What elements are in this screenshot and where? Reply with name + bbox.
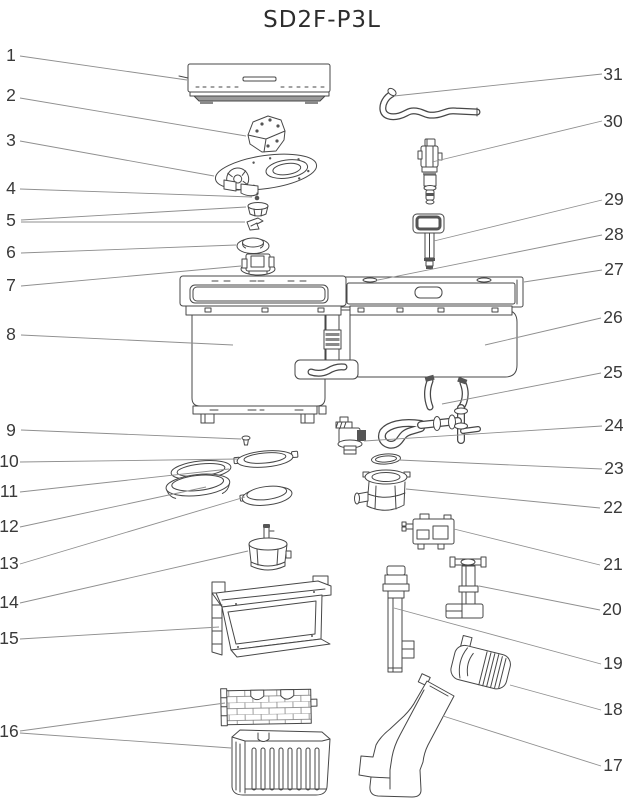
part-label-13: 13 xyxy=(0,553,19,573)
part-label-2: 2 xyxy=(6,85,16,105)
part-label-19: 19 xyxy=(603,653,622,673)
part-drain-hose-drawing xyxy=(379,87,481,121)
part-drain-pump-drawing xyxy=(354,469,411,511)
part-label-31: 31 xyxy=(603,64,622,84)
part-label-15: 15 xyxy=(0,628,19,648)
part-label-1: 1 xyxy=(6,45,16,65)
part-label-18: 18 xyxy=(603,699,622,719)
leader-line-13 xyxy=(19,496,246,565)
leader-line-29 xyxy=(433,199,603,242)
part-label-23: 23 xyxy=(604,458,623,478)
leader-line-21 xyxy=(453,528,601,566)
leader-lines xyxy=(19,55,603,767)
part-label-7: 7 xyxy=(6,275,16,295)
leader-line-5-1 xyxy=(20,206,247,221)
part-label-20: 20 xyxy=(602,599,622,619)
part-shaft-housing-drawing xyxy=(240,253,276,276)
part-drain-trap-assembly-drawing xyxy=(378,374,481,449)
part-gasket-oring-drawing xyxy=(371,453,401,465)
part-label-27: 27 xyxy=(604,259,623,279)
part-label-6: 6 xyxy=(6,242,16,262)
leader-line-2 xyxy=(19,97,247,137)
part-label-5: 5 xyxy=(6,210,16,230)
part-label-11: 11 xyxy=(0,481,18,501)
leader-line-18 xyxy=(509,684,602,711)
part-control-panel-drawing xyxy=(178,63,331,104)
part-label-3: 3 xyxy=(6,130,16,150)
part-label-10: 10 xyxy=(0,451,19,471)
leader-line-14 xyxy=(19,550,249,604)
leader-line-16-1 xyxy=(19,702,226,732)
leader-line-31 xyxy=(393,73,603,97)
part-control-module-drawing xyxy=(401,513,455,550)
part-blower-housing-drawing xyxy=(450,635,511,690)
part-label-4: 4 xyxy=(6,178,16,198)
leader-line-8 xyxy=(20,334,234,346)
leader-line-30 xyxy=(431,120,603,163)
part-seal-dome-drawing xyxy=(236,237,270,254)
leader-line-27 xyxy=(523,269,603,283)
part-label-21: 21 xyxy=(603,554,622,574)
part-sump-cap-drawing xyxy=(239,485,293,506)
part-latch-tube-drawing xyxy=(412,213,445,269)
part-gasket-ring-lower-drawing xyxy=(165,473,231,499)
leader-line-19 xyxy=(393,607,602,665)
part-standpipe-drawing xyxy=(382,565,415,673)
leader-line-16-2 xyxy=(19,732,232,749)
leader-line-3 xyxy=(19,140,215,177)
part-drain-duct-drawing xyxy=(358,673,455,798)
leader-line-9 xyxy=(20,429,242,440)
part-label-17: 17 xyxy=(603,755,622,775)
leader-line-10 xyxy=(19,458,239,463)
diagram-title: SD2F-P3L xyxy=(263,7,381,33)
leader-line-6 xyxy=(20,244,237,254)
part-tub-assembly-drawing xyxy=(179,275,524,424)
leader-line-25 xyxy=(441,372,602,405)
leader-line-7 xyxy=(20,265,242,287)
leader-line-24 xyxy=(363,425,603,442)
part-label-9: 9 xyxy=(6,420,16,440)
part-screw-sump-drawing xyxy=(241,435,251,446)
part-base-frame-drawing xyxy=(211,575,332,658)
leader-line-23 xyxy=(398,459,603,470)
leader-line-17 xyxy=(442,715,602,767)
part-label-30: 30 xyxy=(603,111,623,131)
leader-line-1 xyxy=(19,55,188,81)
part-inlet-valve-drawing xyxy=(335,416,366,455)
part-overflow-pipe-drawing xyxy=(445,556,487,619)
part-label-16: 16 xyxy=(0,721,19,741)
part-fill-valve-drawing xyxy=(417,138,443,205)
leader-line-28 xyxy=(377,234,603,281)
part-label-26: 26 xyxy=(603,307,622,327)
part-sump-lid-drawing xyxy=(233,450,299,468)
part-wash-motor-drawing xyxy=(248,524,292,571)
part-label-24: 24 xyxy=(604,415,623,435)
part-filter-grid-drawing xyxy=(220,688,318,727)
leader-line-20 xyxy=(478,585,601,611)
leader-line-11 xyxy=(19,468,230,493)
leader-line-15 xyxy=(19,626,220,640)
part-oval-cover-plate-drawing xyxy=(214,153,318,197)
part-labels: 1234567891011121314151617181920212223242… xyxy=(0,45,623,775)
part-label-29: 29 xyxy=(604,189,623,209)
part-label-14: 14 xyxy=(0,592,19,612)
part-retainer-clip-drawing xyxy=(246,217,264,231)
leader-line-12 xyxy=(19,486,207,528)
part-coupling-cup-drawing xyxy=(247,202,269,217)
leader-line-26 xyxy=(484,317,602,346)
part-label-25: 25 xyxy=(603,362,622,382)
part-screw-top-drawing xyxy=(254,192,260,201)
leader-line-22 xyxy=(405,488,601,509)
part-label-28: 28 xyxy=(604,224,623,244)
part-label-12: 12 xyxy=(0,516,19,536)
leader-line-4 xyxy=(19,188,253,198)
part-base-basket-drawing xyxy=(231,729,331,796)
part-label-22: 22 xyxy=(603,497,622,517)
part-label-8: 8 xyxy=(6,324,16,344)
part-mount-bracket-drawing xyxy=(247,115,286,153)
